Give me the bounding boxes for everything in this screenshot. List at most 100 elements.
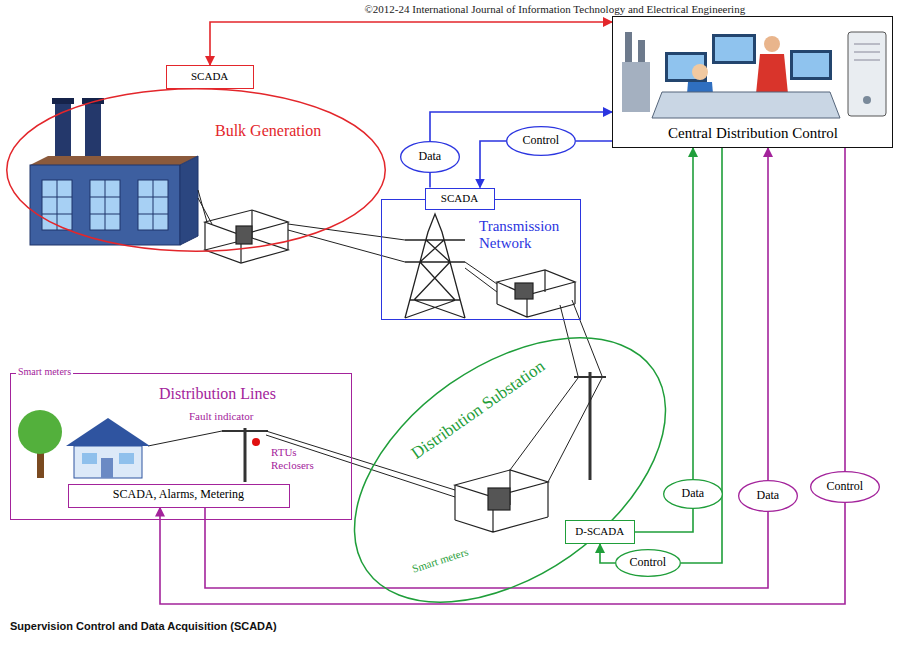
scada-box: SCADA — [166, 65, 254, 89]
control-room — [715, 37, 753, 61]
signal-ellipse: Data — [663, 479, 723, 509]
utility-pole — [574, 372, 606, 480]
control-room — [692, 64, 708, 80]
power-plant — [30, 98, 198, 245]
device-label: Reclosers — [271, 459, 314, 472]
power-plant — [30, 165, 180, 245]
house — [66, 418, 150, 446]
device-label: Smart meters — [16, 366, 73, 378]
node-outline — [616, 550, 681, 577]
device-label: Smart meters — [410, 545, 469, 575]
header-note: ©2012-24 International Journal of Inform… — [365, 3, 746, 16]
box-label: SCADA, Alarms, Metering — [113, 488, 244, 502]
connector — [767, 148, 769, 480]
control-room — [863, 96, 871, 104]
transmission-tower — [405, 214, 465, 318]
utility-pole — [222, 428, 268, 482]
power-plant — [82, 98, 104, 104]
control-room — [848, 32, 886, 116]
signal-label: Control — [630, 556, 667, 570]
control-room — [756, 54, 788, 94]
signal-label: Data — [757, 489, 780, 503]
connector — [600, 544, 615, 563]
substation — [497, 270, 575, 295]
utility-pole — [574, 376, 606, 378]
connector — [480, 141, 506, 188]
transmission-tower — [405, 214, 465, 318]
scada-box: SCADA — [425, 188, 495, 210]
substation — [497, 270, 575, 317]
box-label: D-SCADA — [575, 525, 624, 538]
signal-label: Data — [419, 150, 442, 164]
substation — [515, 283, 533, 299]
control-room — [625, 32, 632, 62]
house — [82, 453, 97, 464]
region-title: Bulk Generation — [215, 122, 321, 140]
control-room — [790, 50, 832, 80]
utility-pole — [244, 428, 247, 482]
house — [74, 446, 142, 478]
signal-ellipse: Data — [738, 480, 798, 512]
region-title: Transmission Network — [479, 218, 574, 253]
substation — [205, 210, 288, 263]
house — [119, 453, 134, 464]
tree — [18, 410, 62, 454]
signal-label: Control — [523, 134, 560, 148]
power-plant — [52, 98, 74, 104]
region-title: Distribution Substation — [408, 356, 549, 463]
control-center-box: Central Distribution Control — [612, 16, 893, 148]
box-title: Central Distribution Control — [668, 125, 838, 142]
node-outline — [401, 142, 460, 173]
device-label: RTUs — [271, 446, 297, 459]
control-room — [793, 53, 829, 77]
power-plant — [30, 156, 198, 165]
control-room — [665, 52, 707, 82]
device-label: Fault indicator — [189, 410, 253, 423]
control-room — [854, 44, 880, 60]
substation — [205, 210, 288, 263]
power-plant — [55, 100, 71, 156]
utility-pole — [589, 372, 592, 480]
box-label: SCADA — [191, 70, 228, 83]
tree — [18, 410, 62, 478]
power-plant — [42, 180, 168, 230]
control-room — [638, 40, 645, 62]
signal-ellipse: Control — [615, 549, 681, 577]
connector — [692, 148, 694, 479]
box-label: SCADA — [441, 192, 478, 205]
house — [66, 418, 150, 478]
substation — [236, 226, 252, 244]
fault-indicator — [252, 438, 260, 446]
region-title: Distribution Lines — [159, 385, 276, 403]
substation — [497, 270, 575, 317]
node-outline — [7, 89, 386, 252]
region-box: Transmission NetworkSCADA — [381, 199, 581, 320]
substation — [455, 470, 548, 532]
scada-box: D-SCADA — [565, 520, 635, 544]
node-outline — [6, 88, 386, 252]
substation — [488, 488, 510, 510]
node-outline — [507, 127, 576, 156]
power-plant — [85, 100, 101, 156]
region-ellipse: Bulk Generation — [6, 88, 386, 252]
control-room — [652, 92, 840, 118]
node-outline — [306, 284, 713, 653]
region-box: Smart metersDistribution LinesFault indi… — [10, 373, 352, 520]
connector — [210, 22, 612, 65]
signal-ellipse: Control — [506, 126, 576, 156]
connector — [844, 148, 846, 471]
utility-pole — [222, 430, 268, 432]
connector — [160, 503, 845, 604]
control-room — [622, 32, 886, 118]
signal-label: Data — [682, 487, 705, 501]
connector — [635, 509, 693, 532]
control-room — [764, 36, 780, 52]
node-outline — [811, 472, 880, 503]
node-outline — [739, 481, 798, 512]
house — [101, 458, 113, 478]
signal-label: Control — [827, 480, 864, 494]
connector — [576, 140, 612, 142]
signal-ellipse: Control — [810, 471, 880, 503]
scada-box: SCADA, Alarms, Metering — [68, 484, 290, 508]
